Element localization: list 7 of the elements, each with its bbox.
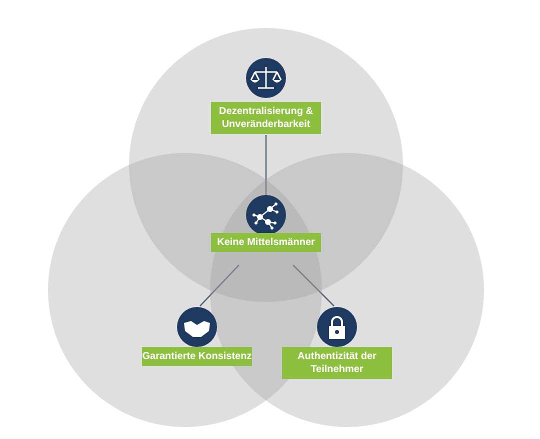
connector-line <box>292 264 334 306</box>
node-label: Dezentralisierung & Unveränderbarkeit <box>211 102 321 134</box>
node-label: Authentizität der Teilnehmer <box>282 347 392 379</box>
connector-line <box>265 135 267 195</box>
node-label: Keine Mittelsmänner <box>211 233 321 252</box>
connector-line <box>200 264 240 306</box>
node-label: Garantierte Konsistenz <box>142 347 252 366</box>
